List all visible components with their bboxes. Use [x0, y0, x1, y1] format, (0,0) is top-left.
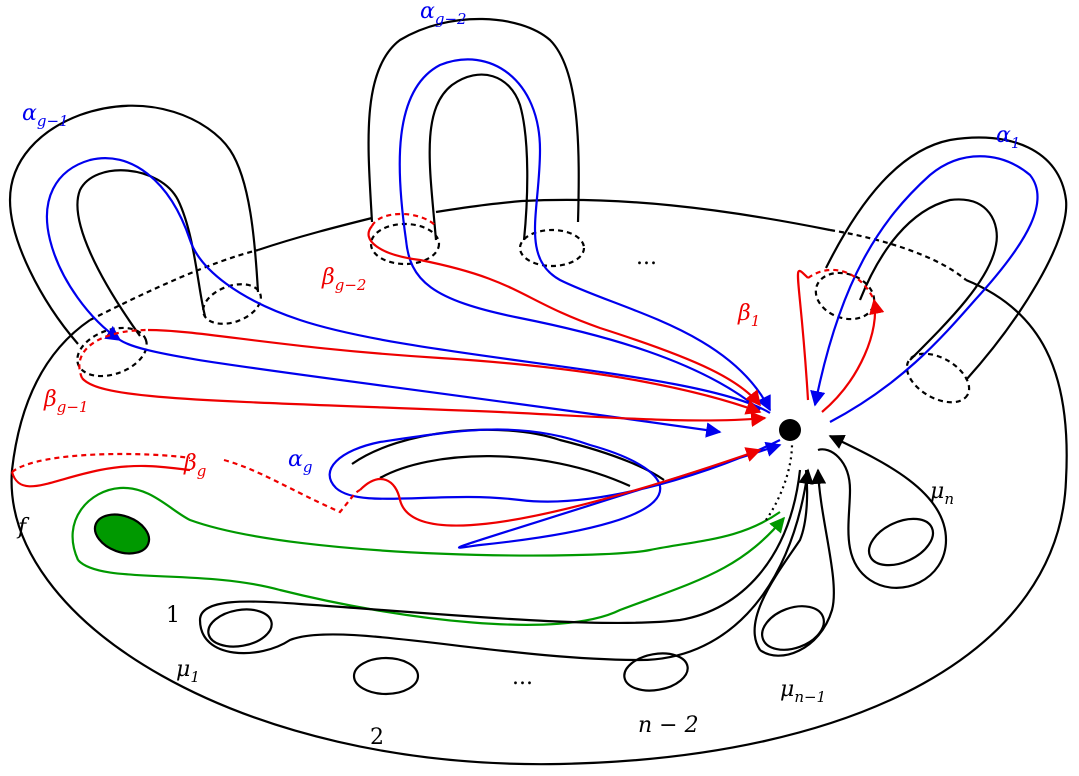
- handle-top-outer: [367, 17, 580, 223]
- mu-1-loop: [198, 470, 808, 662]
- label-f: f: [16, 515, 30, 540]
- base-point: [779, 419, 801, 441]
- handle-left-outer: [8, 104, 260, 345]
- handle-right-outer: [825, 136, 1068, 381]
- alpha-g-minus-1-curve: [45, 157, 771, 414]
- inner-hole-lower: [379, 455, 631, 488]
- label-alpha-g-minus-1: αg−1: [22, 101, 69, 130]
- mu-n-minus-1-loop: [753, 470, 835, 657]
- label-beta-g-minus-1: βg−1: [43, 387, 88, 416]
- alpha-g-curve: [328, 428, 782, 549]
- beta-g-minus-2-curve: [367, 225, 761, 407]
- hole-n-minus-2: [623, 652, 689, 692]
- mu-n-loop: [818, 436, 948, 589]
- hole-1: [207, 608, 273, 648]
- surface-disk-front: [10, 278, 1068, 766]
- label-mu-n-minus-1: μn−1: [780, 677, 826, 706]
- handle-right-foot-2: [905, 352, 971, 404]
- beta-1-dash: [807, 268, 875, 301]
- hole-2: [352, 656, 420, 696]
- label-alpha-1: α1: [996, 123, 1020, 152]
- alpha-1-curve: [810, 155, 1039, 423]
- inner-hole-upper: [351, 428, 665, 481]
- alpha-g-minus-1-tail: [119, 339, 722, 438]
- handle-left-inner: [76, 169, 207, 337]
- handle-right-inner: [858, 198, 998, 361]
- label-beta-g: βg: [183, 451, 206, 480]
- beta-g-minus-1-dash: [78, 328, 149, 379]
- label-mu-n: μn: [930, 479, 954, 508]
- label-two: 2: [370, 725, 384, 750]
- label-beta-1: β1: [737, 301, 760, 330]
- handle-top-foot-2: [518, 228, 586, 268]
- dotted-path: [765, 443, 794, 521]
- handle-left-foot-1: [76, 326, 148, 378]
- surface-disk-back-middle: [257, 198, 831, 252]
- gamma-green-curve: [71, 486, 784, 626]
- alpha-g-minus-2-back: [404, 239, 761, 411]
- label-mu-1: μ1: [176, 657, 200, 686]
- label-n-minus-2: n − 2: [638, 713, 699, 738]
- handle-top-foot-1: [369, 222, 441, 266]
- surface-disk-back-dashed: [89, 228, 967, 321]
- hole-n-minus-1: [761, 605, 825, 651]
- label-alpha-g-minus-2: αg−2: [420, 0, 467, 28]
- handle-left-foot-2: [202, 283, 262, 325]
- handle-right-foot-1: [814, 271, 876, 321]
- surface-disk-back-left: [10, 319, 91, 471]
- beta-g-curve: [10, 450, 760, 527]
- hole-n: [867, 517, 935, 567]
- label-one: 1: [166, 603, 180, 628]
- label-alpha-g: αg: [288, 447, 312, 476]
- handle-top-inner: [428, 73, 529, 241]
- alpha-g-minus-2-curve: [398, 58, 771, 412]
- ellipsis-bottom: ...: [512, 665, 533, 690]
- beta-g-minus-2-dash: [371, 213, 437, 227]
- ellipsis-top: ...: [636, 245, 657, 270]
- beta-g-minus-1-curve: [81, 377, 767, 427]
- beta-1-curve: [796, 269, 875, 413]
- green-puncture: [93, 513, 151, 555]
- beta-g-minus-1-top: [147, 328, 762, 415]
- label-beta-g-minus-2: βg−2: [321, 265, 366, 294]
- beta-g-dash: [11, 452, 361, 514]
